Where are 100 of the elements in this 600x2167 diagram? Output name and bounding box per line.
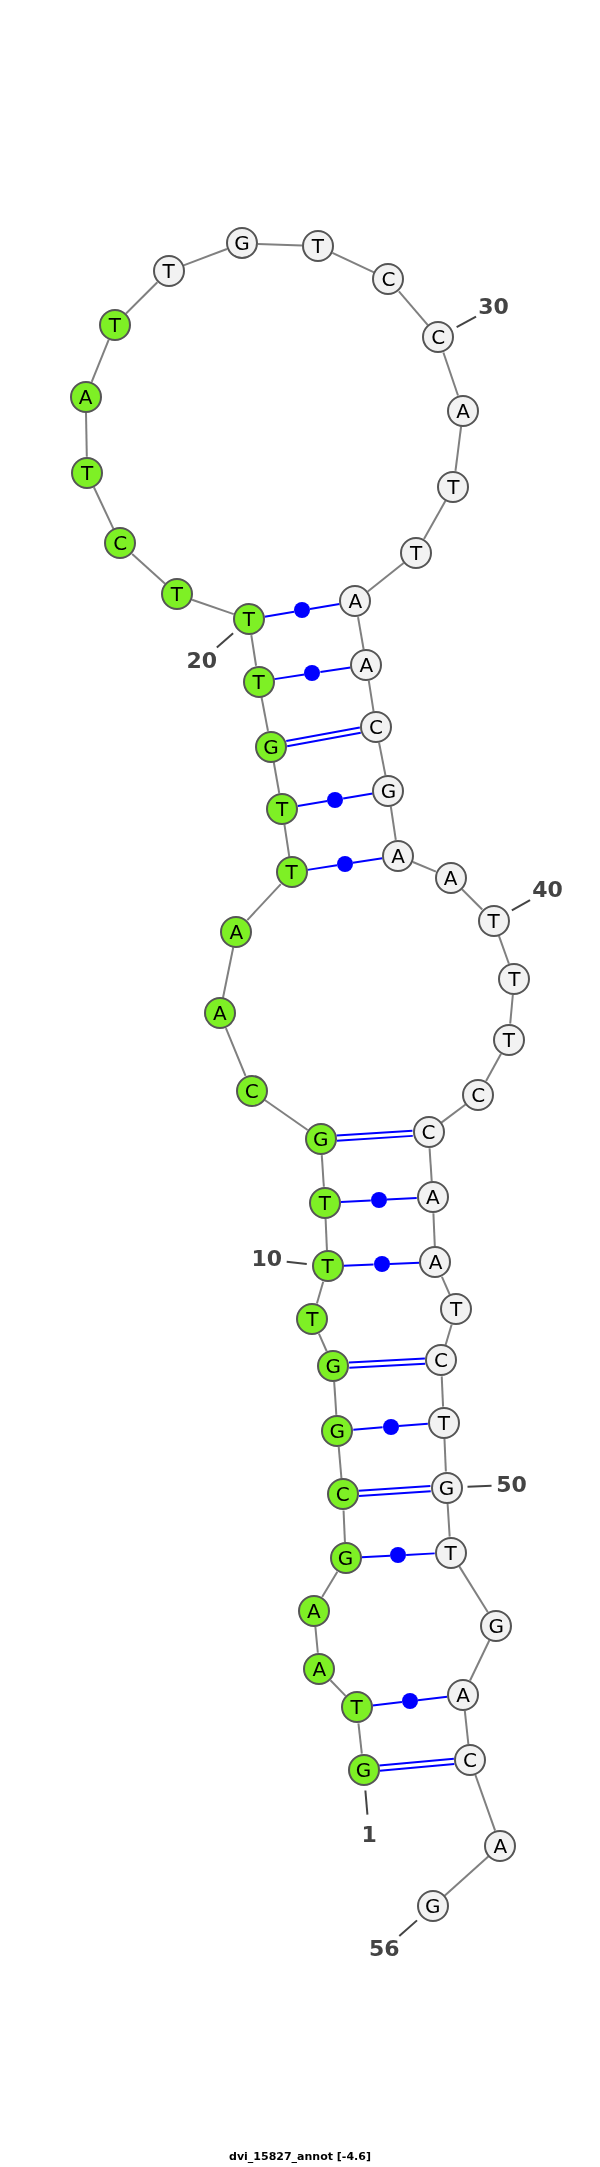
caption-text: dvi_15827_annot [-4.6] xyxy=(229,2150,371,2163)
base-letter: A xyxy=(348,591,363,612)
backbone-line xyxy=(454,425,463,472)
base-pair-line xyxy=(348,1357,427,1369)
backbone-line xyxy=(331,251,375,274)
base-letter: T xyxy=(321,1256,334,1277)
base-letter: C xyxy=(421,1122,436,1143)
nucleotide-circle xyxy=(382,839,415,872)
base-letter: G xyxy=(488,1615,505,1636)
base-pair-line xyxy=(385,1197,418,1201)
backbone-line xyxy=(497,934,510,965)
base-pair-line xyxy=(339,1199,372,1203)
base-letter: T xyxy=(311,236,325,257)
base-pair-line xyxy=(273,673,306,681)
nucleotide-circle xyxy=(419,1246,452,1279)
base-letter: T xyxy=(162,260,175,281)
base-pair-line xyxy=(416,1695,449,1702)
base-letter: A xyxy=(78,386,93,407)
base-letter: A xyxy=(306,1600,321,1621)
base-letter: A xyxy=(229,921,244,942)
base-letter: C xyxy=(335,1484,350,1505)
nucleotide-circle xyxy=(434,1536,467,1569)
nucleotide-circle xyxy=(447,1678,480,1711)
base-letter: C xyxy=(113,533,128,554)
backbone-line xyxy=(397,290,429,327)
backbone-line xyxy=(315,1280,325,1305)
backbone-line xyxy=(92,486,115,530)
nucleotide-circle xyxy=(225,227,258,260)
nucleotide-circle xyxy=(304,1123,337,1156)
nucleotide-circle xyxy=(235,1074,268,1107)
base-letter: G xyxy=(355,1759,372,1780)
base-letter: T xyxy=(410,543,423,563)
base-letter: G xyxy=(313,1129,329,1150)
nucleotide-circle xyxy=(308,1186,341,1219)
base-letter: T xyxy=(252,671,265,692)
nucleotide-circle xyxy=(242,665,275,698)
base-letter: G xyxy=(380,780,397,801)
base-letter: T xyxy=(275,798,289,819)
backbone-line xyxy=(314,1625,319,1654)
base-letter: C xyxy=(463,1749,477,1770)
nucleotide-circle xyxy=(266,792,298,825)
base-letter: C xyxy=(434,1350,448,1371)
nucleotide-circle xyxy=(425,1344,457,1377)
nucleotide-circle xyxy=(339,585,372,618)
backbone-line xyxy=(90,338,110,383)
backbone-line xyxy=(329,1679,347,1697)
nucleotide-circle xyxy=(317,1349,350,1382)
backbone-line xyxy=(446,1502,451,1538)
backbone-line xyxy=(260,696,269,732)
position-number: 50 xyxy=(496,1473,527,1496)
base-letter: G xyxy=(438,1477,455,1498)
backbone-line xyxy=(367,679,375,713)
nucleotide-circle xyxy=(430,1471,463,1504)
base-pair-line xyxy=(388,1261,421,1265)
backbone-line xyxy=(474,1774,497,1832)
base-letter: A xyxy=(456,1684,470,1705)
backbone-line xyxy=(458,1565,489,1614)
pair-dot xyxy=(382,1418,399,1435)
base-letter: A xyxy=(428,1252,443,1273)
backbone-line xyxy=(131,553,167,585)
nucleotide-circle xyxy=(492,1023,525,1056)
nucleotide-circle xyxy=(326,1478,359,1511)
pair-dot xyxy=(401,1693,418,1710)
nucleotide-circle xyxy=(440,1293,473,1326)
backbone-line xyxy=(222,946,235,999)
pair-dot xyxy=(336,856,353,873)
nucleotide-circle xyxy=(220,915,253,948)
backbone-line xyxy=(432,1212,436,1248)
position-number: 1 xyxy=(361,1823,377,1846)
nucleotide-circle xyxy=(360,711,393,744)
base-letter: T xyxy=(242,609,255,630)
backbone-line xyxy=(337,1445,343,1480)
nucleotide-circle xyxy=(203,997,236,1030)
base-letter: T xyxy=(508,968,521,989)
nucleotide-circle xyxy=(454,1743,487,1776)
nucleotide-circle xyxy=(484,1829,517,1862)
nucleotide-circle xyxy=(297,1594,330,1627)
backbone-line xyxy=(444,1323,453,1347)
base-letter: T xyxy=(108,314,121,335)
base-pair-line xyxy=(308,603,341,611)
nucleotide-circle xyxy=(347,1753,380,1786)
nucleotide-circle xyxy=(329,1542,362,1575)
base-letter: T xyxy=(285,862,298,883)
pair-dot xyxy=(370,1192,387,1208)
base-letter: G xyxy=(424,1896,441,1917)
base-letter: A xyxy=(359,654,374,675)
nucleotide-circle xyxy=(437,470,470,503)
backbone-line xyxy=(422,499,447,541)
backbone-line xyxy=(250,634,258,667)
backbone-line xyxy=(378,741,387,777)
nucleotide-circle xyxy=(462,1078,495,1111)
backbone-line xyxy=(442,351,459,397)
backbone-line xyxy=(461,888,484,911)
base-letter: A xyxy=(425,1187,440,1208)
nucleotide-circle xyxy=(480,1609,513,1642)
base-pair-line xyxy=(263,610,296,618)
pair-dot xyxy=(373,1256,390,1273)
base-letter: C xyxy=(431,327,446,348)
base-letter: G xyxy=(337,1548,354,1569)
base-letter: G xyxy=(329,1420,346,1441)
